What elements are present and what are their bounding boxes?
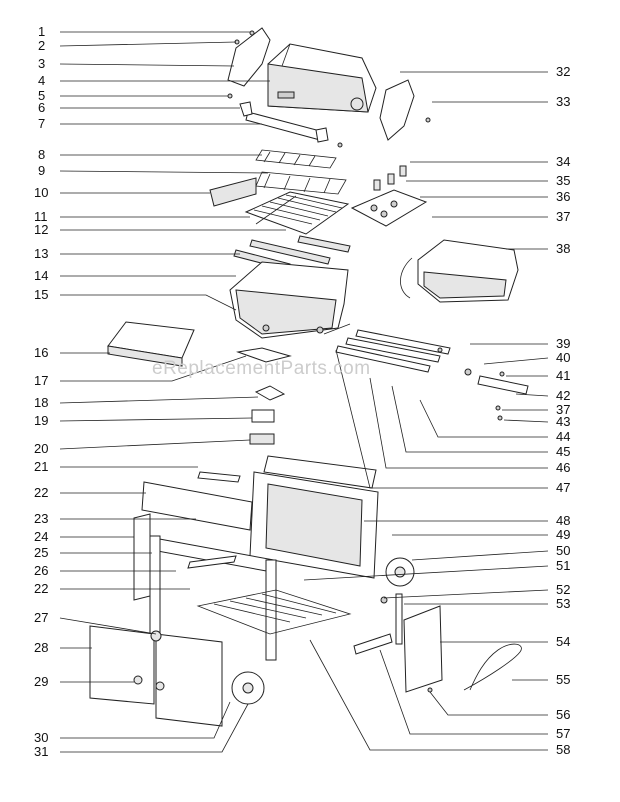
- upper-rack: [255, 171, 347, 195]
- callout-23: 23: [34, 511, 48, 526]
- callout-14: 14: [34, 268, 48, 283]
- right-end-cap: [379, 79, 415, 141]
- callout-31: 31: [34, 744, 48, 759]
- cookbox: [229, 261, 349, 339]
- leader-lines: [59, 31, 549, 753]
- callout-5: 5: [38, 88, 45, 103]
- callout-40: 40: [556, 350, 570, 365]
- side-burner: [400, 239, 519, 303]
- callout-42: 42: [556, 388, 570, 403]
- callout-52: 52: [556, 582, 570, 597]
- callout-30: 30: [34, 730, 48, 745]
- front-wheel: [231, 671, 265, 705]
- screw-5: [227, 93, 233, 99]
- cart-rear-frame: [249, 455, 379, 579]
- side-table: [107, 321, 195, 367]
- callout-13: 13: [34, 246, 48, 261]
- callout-11: 11: [34, 209, 48, 224]
- callout-44: 44: [556, 429, 570, 444]
- warming-rack: [255, 149, 337, 169]
- callout-21: 21: [34, 459, 48, 474]
- cooking-grates: [244, 191, 350, 235]
- callout-54: 54: [556, 634, 570, 649]
- callout-8: 8: [38, 147, 45, 162]
- callout-24: 24: [34, 529, 48, 544]
- callout-47: 47: [556, 480, 570, 495]
- callout-1: 1: [38, 24, 45, 39]
- catch-pan-holder: [254, 385, 286, 401]
- callout-4: 4: [38, 73, 45, 88]
- callout-37: 37: [556, 209, 570, 224]
- callout-22: 22: [34, 485, 48, 500]
- callout-39: 39: [556, 336, 570, 351]
- callout-19: 19: [34, 413, 48, 428]
- screw-8: [337, 142, 343, 148]
- callout-57: 57: [556, 726, 570, 741]
- callout-3: 3: [38, 56, 45, 71]
- rear-wheel: [385, 557, 415, 587]
- callout-10: 10: [34, 185, 48, 200]
- callout-27: 27: [34, 610, 48, 625]
- callout-45: 45: [556, 444, 570, 459]
- callout-17: 17: [34, 373, 48, 388]
- callout-53: 53: [556, 596, 570, 611]
- parts-drawing: [89, 27, 529, 727]
- watermark: eReplacementParts.com: [152, 358, 371, 379]
- callout-18: 18: [34, 395, 48, 410]
- briquette-bar: [209, 177, 257, 207]
- callouts-right: 32 33 34 35 36 37 38 39 40 41 42 37 43 4…: [556, 64, 570, 757]
- tank-scale: [353, 593, 443, 693]
- callout-46: 46: [556, 460, 570, 475]
- callout-49: 49: [556, 527, 570, 542]
- callout-15: 15: [34, 287, 48, 302]
- callout-37b: 37: [556, 402, 570, 417]
- callouts-left: 1 2 3 4 5 6 7 8 9 10 11 12 13 14 15 16 1…: [34, 24, 48, 759]
- callout-7: 7: [38, 116, 45, 131]
- left-end-cap: [227, 27, 271, 87]
- callout-38: 38: [556, 241, 570, 256]
- drip-tray: [251, 409, 275, 423]
- callout-35: 35: [556, 173, 570, 188]
- callout-6: 6: [38, 100, 45, 115]
- burner-tubes: [323, 323, 451, 373]
- callout-43: 43: [556, 414, 570, 429]
- gas-hose: [463, 643, 522, 691]
- callout-26: 26: [34, 563, 48, 578]
- callout-34: 34: [556, 154, 570, 169]
- lid-handle: [239, 101, 329, 143]
- callout-16: 16: [34, 345, 48, 360]
- callout-12: 12: [34, 222, 48, 237]
- callout-22b: 22: [34, 581, 48, 596]
- callout-58: 58: [556, 742, 570, 757]
- callout-33: 33: [556, 94, 570, 109]
- mounting-hardware: [437, 347, 529, 421]
- callout-51: 51: [556, 558, 570, 573]
- callout-56: 56: [556, 707, 570, 722]
- caster: [150, 630, 162, 642]
- callout-29: 29: [34, 674, 48, 689]
- callout-28: 28: [34, 640, 48, 655]
- thermometer: [350, 97, 364, 111]
- callout-55: 55: [556, 672, 570, 687]
- callout-36: 36: [556, 189, 570, 204]
- callout-50: 50: [556, 543, 570, 558]
- callout-32: 32: [556, 64, 570, 79]
- bottom-shelf: [196, 589, 352, 635]
- callout-2: 2: [38, 38, 45, 53]
- drip-tray-liner: [249, 433, 275, 445]
- lid: [267, 43, 377, 113]
- control-panel: [350, 165, 428, 227]
- callout-9: 9: [38, 163, 45, 178]
- catch-pan-frame: [236, 347, 292, 363]
- callout-48: 48: [556, 513, 570, 528]
- screw-1: [249, 30, 255, 36]
- callout-41: 41: [556, 368, 570, 383]
- callout-25: 25: [34, 545, 48, 560]
- cart-doors: [89, 625, 223, 727]
- screw-33: [425, 117, 431, 123]
- callout-20: 20: [34, 441, 48, 456]
